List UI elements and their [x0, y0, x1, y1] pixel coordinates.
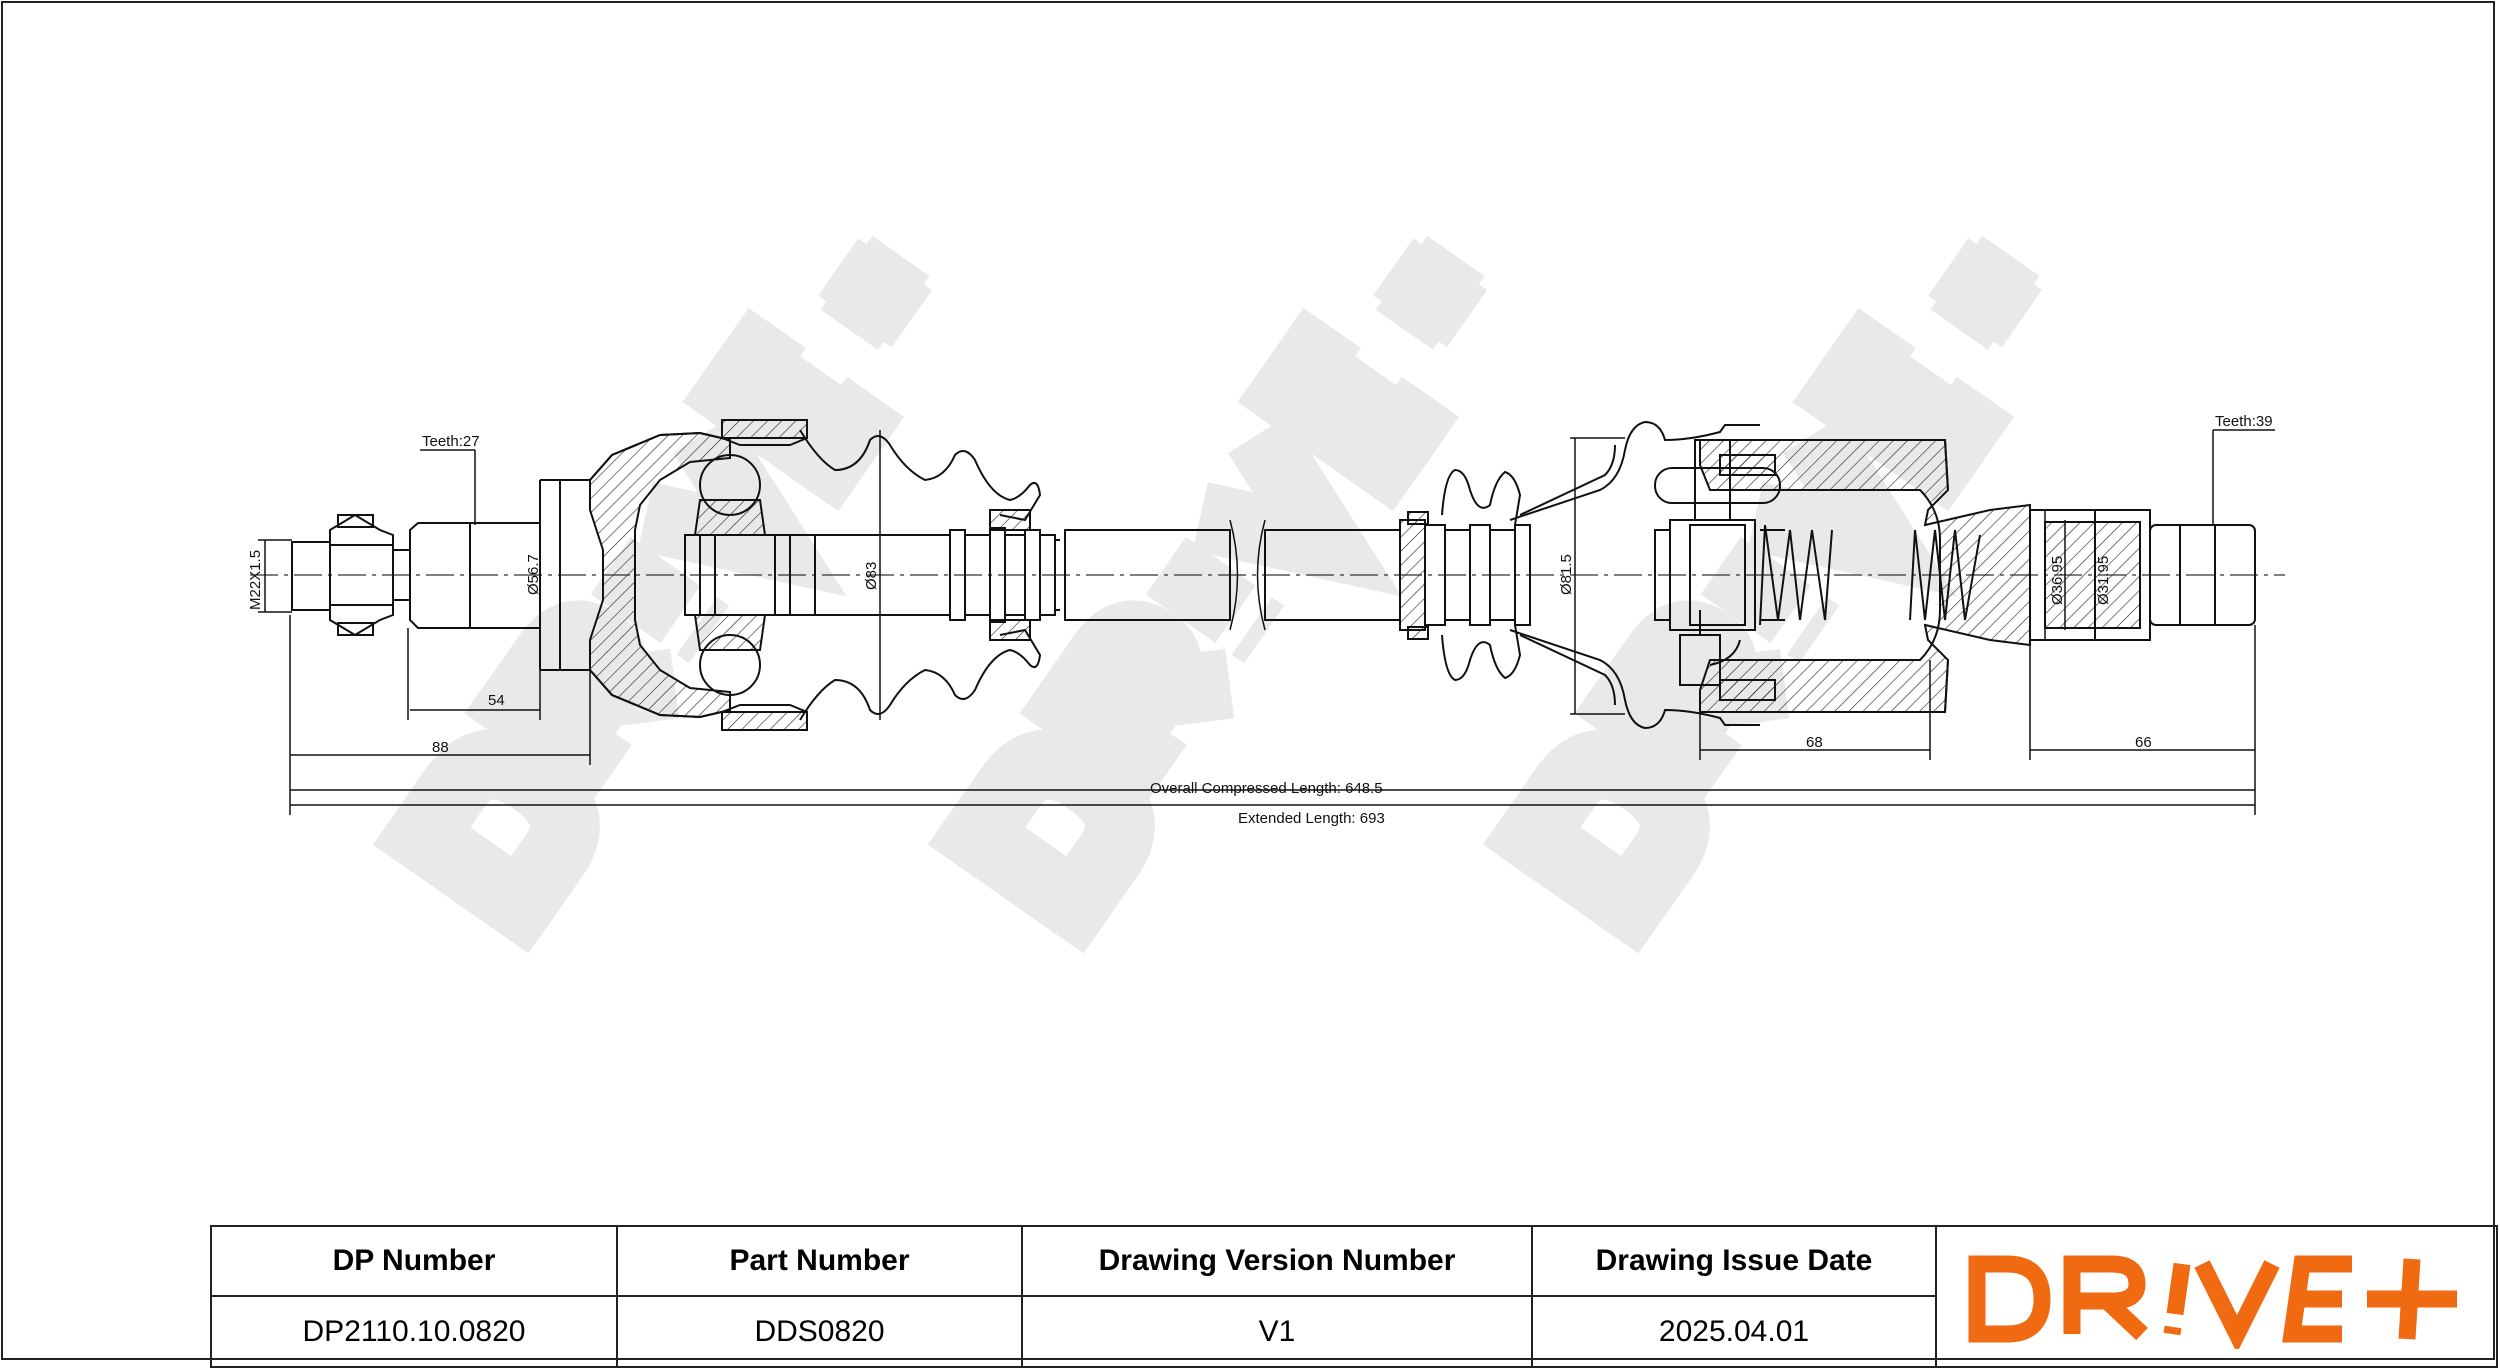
- drive-logo: [1968, 1255, 2457, 1354]
- dia-left-shaft-label: Ø56.7: [525, 554, 542, 595]
- drawing-version-header: Drawing Version Number: [1021, 1225, 1533, 1297]
- title-block: DP Number Part Number Drawing Version Nu…: [210, 1225, 2498, 1368]
- length-66-label: 66: [2135, 734, 2152, 751]
- length-54-label: 54: [488, 692, 505, 709]
- drawing-version-value: V1: [1021, 1295, 1533, 1368]
- part-number-header: Part Number: [616, 1225, 1023, 1297]
- length-68-label: 68: [1806, 734, 1823, 751]
- watermark-logo-2: [927, 235, 1488, 954]
- dp-number-header: DP Number: [210, 1225, 618, 1297]
- left-boot-clamp-outer-top: [721, 419, 808, 439]
- dia-right-spline-inner-label: Ø31.95: [2095, 556, 2112, 605]
- dia-right-joint-label: Ø81.5: [1558, 554, 1575, 595]
- length-88-label: 88: [432, 739, 449, 756]
- spring-left: [1764, 524, 1833, 621]
- tripod-roller-upper: [1654, 467, 1781, 504]
- dia-right-spline-outer-label: Ø36.95: [2049, 556, 2066, 605]
- right-end-stub: [2149, 524, 2256, 626]
- left-boot-clamp-outer-bottom: [721, 711, 808, 731]
- left-boot-top: [799, 429, 1042, 522]
- thread-left-label: M22X1.5: [247, 550, 264, 610]
- dp-number-value: DP2110.10.0820: [210, 1295, 618, 1368]
- right-boot-bottom: [1441, 624, 1760, 730]
- left-thread-stub: [291, 541, 331, 611]
- extended-length-label: Extended Length: 693: [1238, 810, 1385, 827]
- teeth-right-label: Teeth:39: [2215, 413, 2273, 430]
- part-number-value: DDS0820: [616, 1295, 1023, 1368]
- teeth-left-label: Teeth:27: [422, 433, 480, 450]
- drawing-issue-date-value: 2025.04.01: [1531, 1295, 1937, 1368]
- drawing-issue-date-header: Drawing Issue Date: [1531, 1225, 1937, 1297]
- overall-compressed-label: Overall Compressed Length: 648.5: [1150, 780, 1383, 797]
- intermediate-shaft-left: [1064, 529, 1231, 621]
- spring-right: [1914, 529, 1981, 621]
- logo-cell: [1935, 1225, 2498, 1368]
- left-boot-bottom: [799, 628, 1042, 721]
- right-boot-top: [1441, 420, 1760, 526]
- dia-left-joint-label: Ø83: [863, 562, 880, 590]
